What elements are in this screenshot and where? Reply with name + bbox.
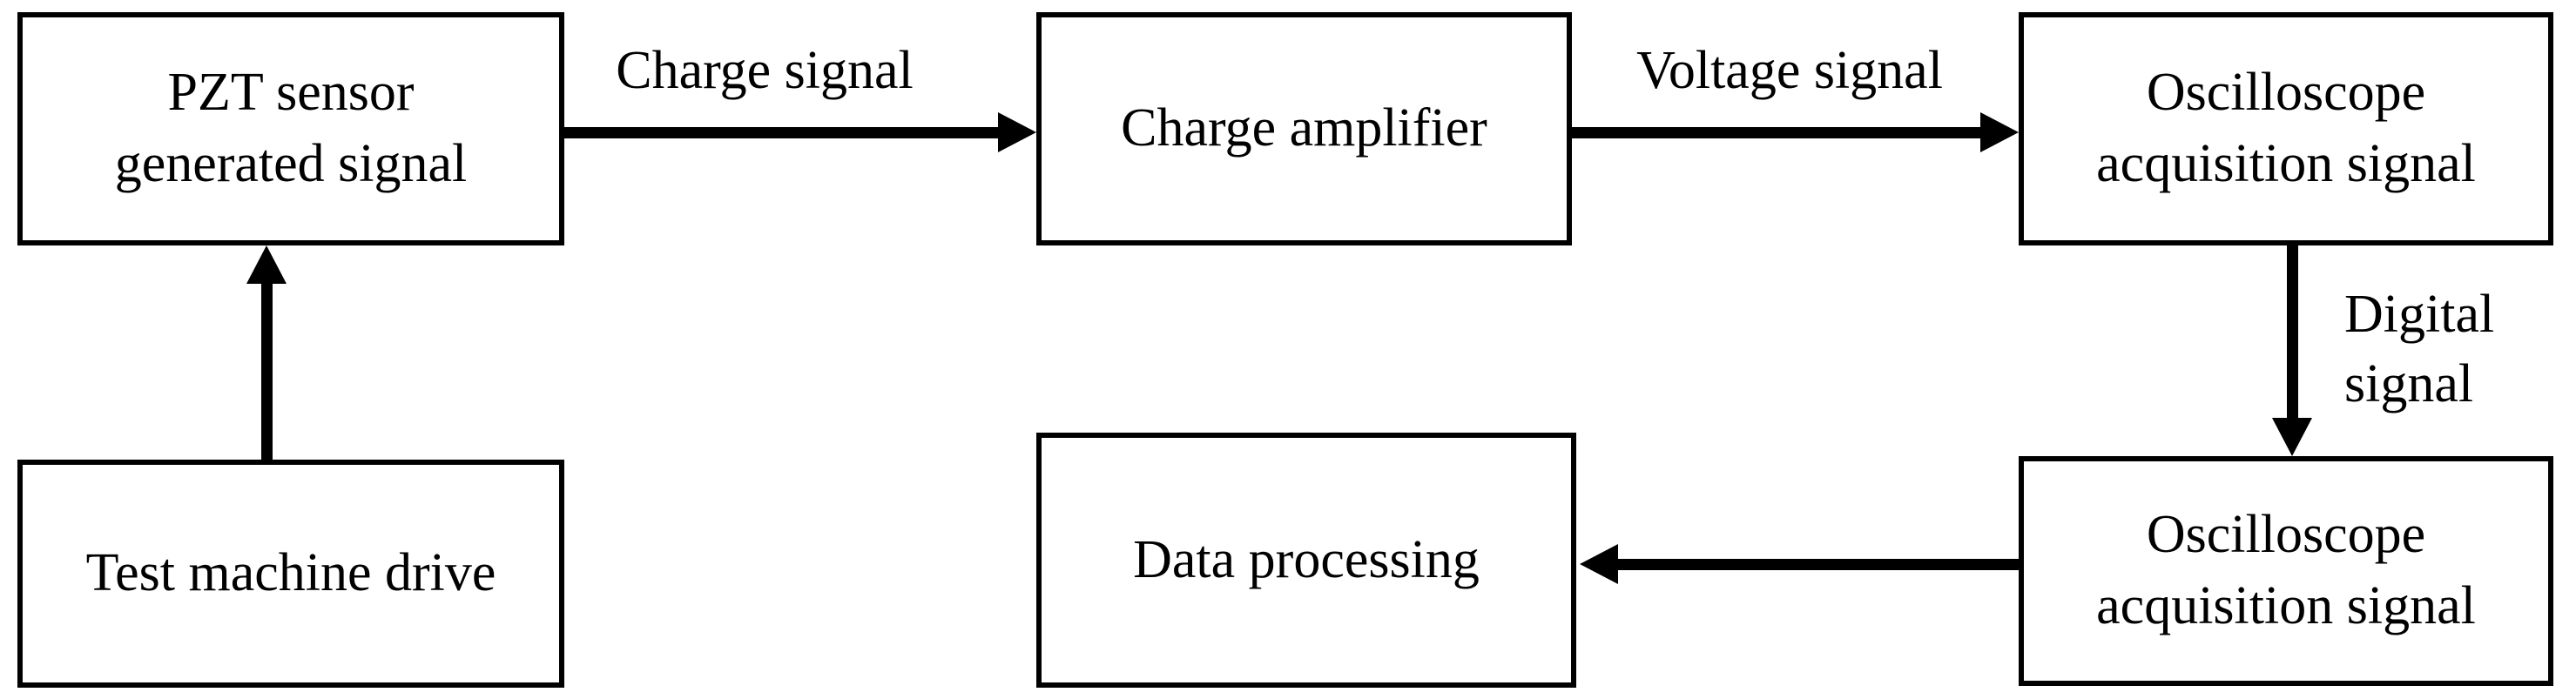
- arrow-shaft: [1572, 127, 1984, 138]
- node-label-line: Data processing: [1133, 529, 1480, 589]
- arrow-shaft: [2287, 245, 2298, 420]
- node-data-processing: Data processing: [1036, 433, 1576, 688]
- arrow-shaft: [261, 282, 273, 460]
- edge-label-voltage-signal: Voltage signal: [1636, 41, 1943, 100]
- node-label-line: generated signal: [114, 134, 468, 193]
- arrow-head-right-icon: [1980, 112, 2019, 152]
- arrow-shaft: [564, 127, 1001, 138]
- node-pzt-sensor-generated-signal: PZT sensor generated signal: [17, 12, 564, 245]
- node-charge-amplifier: Charge amplifier: [1036, 12, 1572, 245]
- node-label-line: Test machine drive: [85, 543, 496, 603]
- edge-label-digital-signal: Digital signal: [2344, 280, 2562, 420]
- edge-label-line: Digital: [2344, 285, 2495, 344]
- node-label-line: acquisition signal: [2096, 576, 2476, 635]
- arrow-head-up-icon: [246, 245, 287, 284]
- node-oscilloscope-acquisition-signal-bottom: Oscilloscope acquisition signal: [2019, 456, 2553, 686]
- node-label-line: PZT sensor: [167, 63, 415, 123]
- arrow-head-down-icon: [2272, 418, 2312, 456]
- node-label-line: Charge amplifier: [1121, 98, 1487, 158]
- node-label-line: Oscilloscope: [2146, 63, 2426, 123]
- edge-label-charge-signal: Charge signal: [616, 41, 914, 100]
- arrow-head-right-icon: [998, 112, 1036, 152]
- node-oscilloscope-acquisition-signal-top: Oscilloscope acquisition signal: [2019, 12, 2553, 245]
- node-test-machine-drive: Test machine drive: [17, 460, 564, 688]
- arrow-head-left-icon: [1580, 544, 1618, 584]
- arrow-shaft: [1618, 559, 2020, 570]
- node-label-line: Oscilloscope: [2146, 505, 2426, 565]
- edge-label-line: signal: [2344, 353, 2474, 413]
- node-label-line: acquisition signal: [2096, 134, 2476, 193]
